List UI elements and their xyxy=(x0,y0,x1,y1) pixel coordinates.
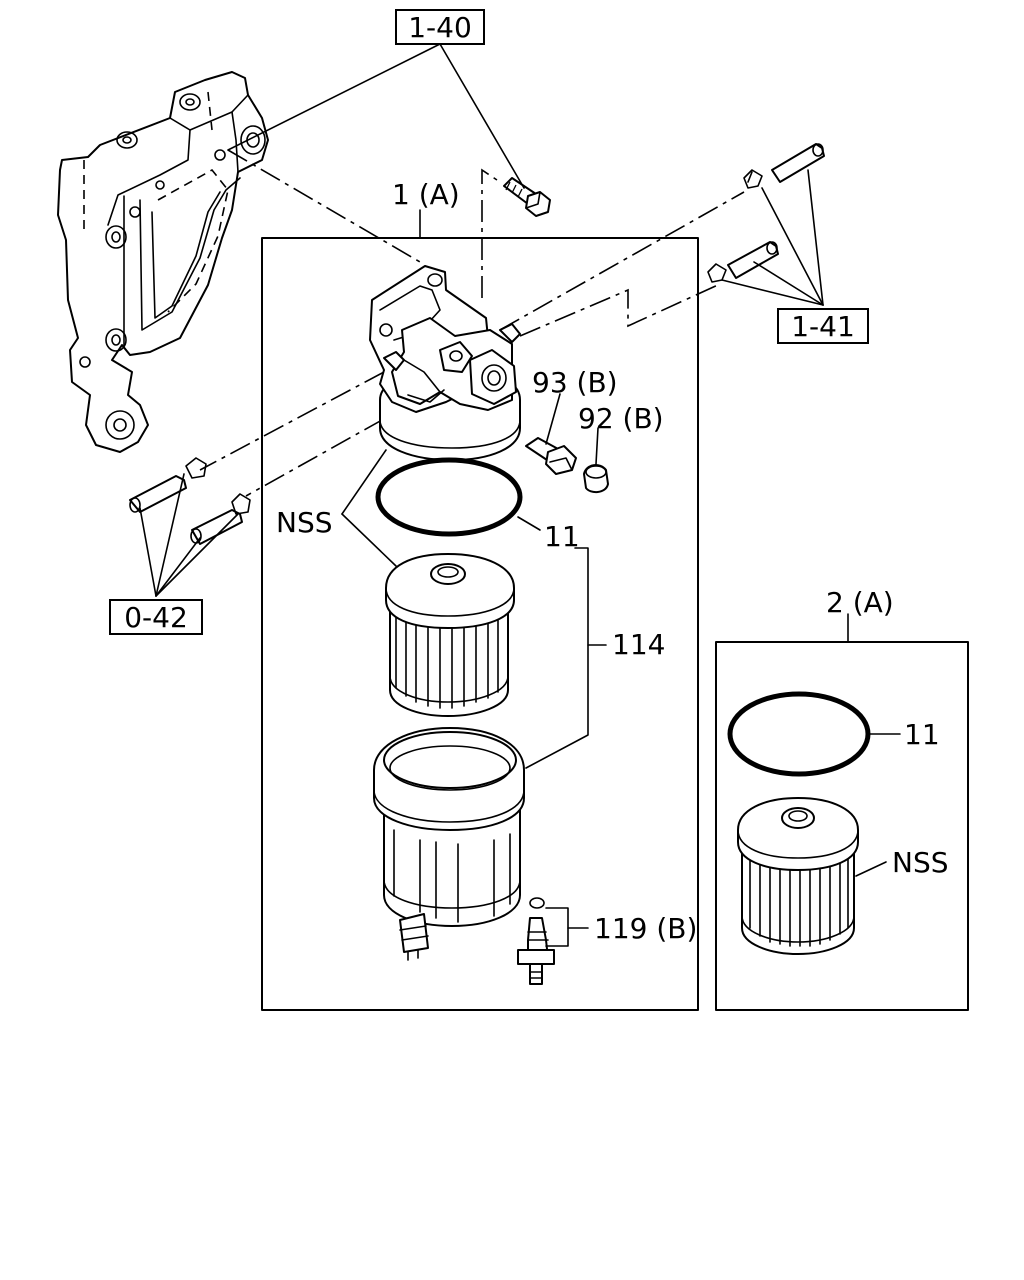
reference-box-0-42[interactable]: 0-42 xyxy=(109,599,203,635)
assembly-2-frame xyxy=(715,641,969,1011)
ref-1-40-text: 1-40 xyxy=(408,11,472,44)
reference-box-1-40[interactable]: 1-40 xyxy=(395,9,485,45)
drain-sensor-119 xyxy=(517,897,555,985)
label-assembly-1: 1 (A) xyxy=(392,178,460,211)
label-nss-main: NSS xyxy=(276,506,333,539)
plug-92 xyxy=(583,464,609,494)
leader-lines xyxy=(139,43,901,947)
filter-bowl xyxy=(373,727,525,961)
label-nss-kit: NSS xyxy=(892,846,949,879)
bolt-1-40 xyxy=(503,177,551,217)
mounting-bracket xyxy=(57,71,269,453)
ref-1-41-text: 1-41 xyxy=(791,310,855,343)
pipe-set-lower-left xyxy=(129,457,251,545)
label-assembly-2: 2 (A) xyxy=(826,586,894,619)
filter-element-main xyxy=(385,553,515,717)
filter-head xyxy=(369,265,521,461)
label-part-92: 92 (B) xyxy=(578,402,664,435)
label-part-119: 119 (B) xyxy=(594,912,697,945)
assembly-1-frame xyxy=(261,237,699,1011)
sensor-93 xyxy=(525,437,577,475)
o-ring-main xyxy=(375,457,523,537)
reference-box-1-41[interactable]: 1-41 xyxy=(777,308,869,344)
label-o-ring-main: 11 xyxy=(544,520,580,553)
label-part-114: 114 xyxy=(612,628,665,661)
label-o-ring-kit: 11 xyxy=(904,718,940,751)
ref-0-42-text: 0-42 xyxy=(124,601,188,634)
pipe-set-upper-right xyxy=(707,143,825,283)
label-part-93: 93 (B) xyxy=(532,366,618,399)
filter-element-kit xyxy=(737,797,859,955)
o-ring-kit xyxy=(727,691,871,777)
